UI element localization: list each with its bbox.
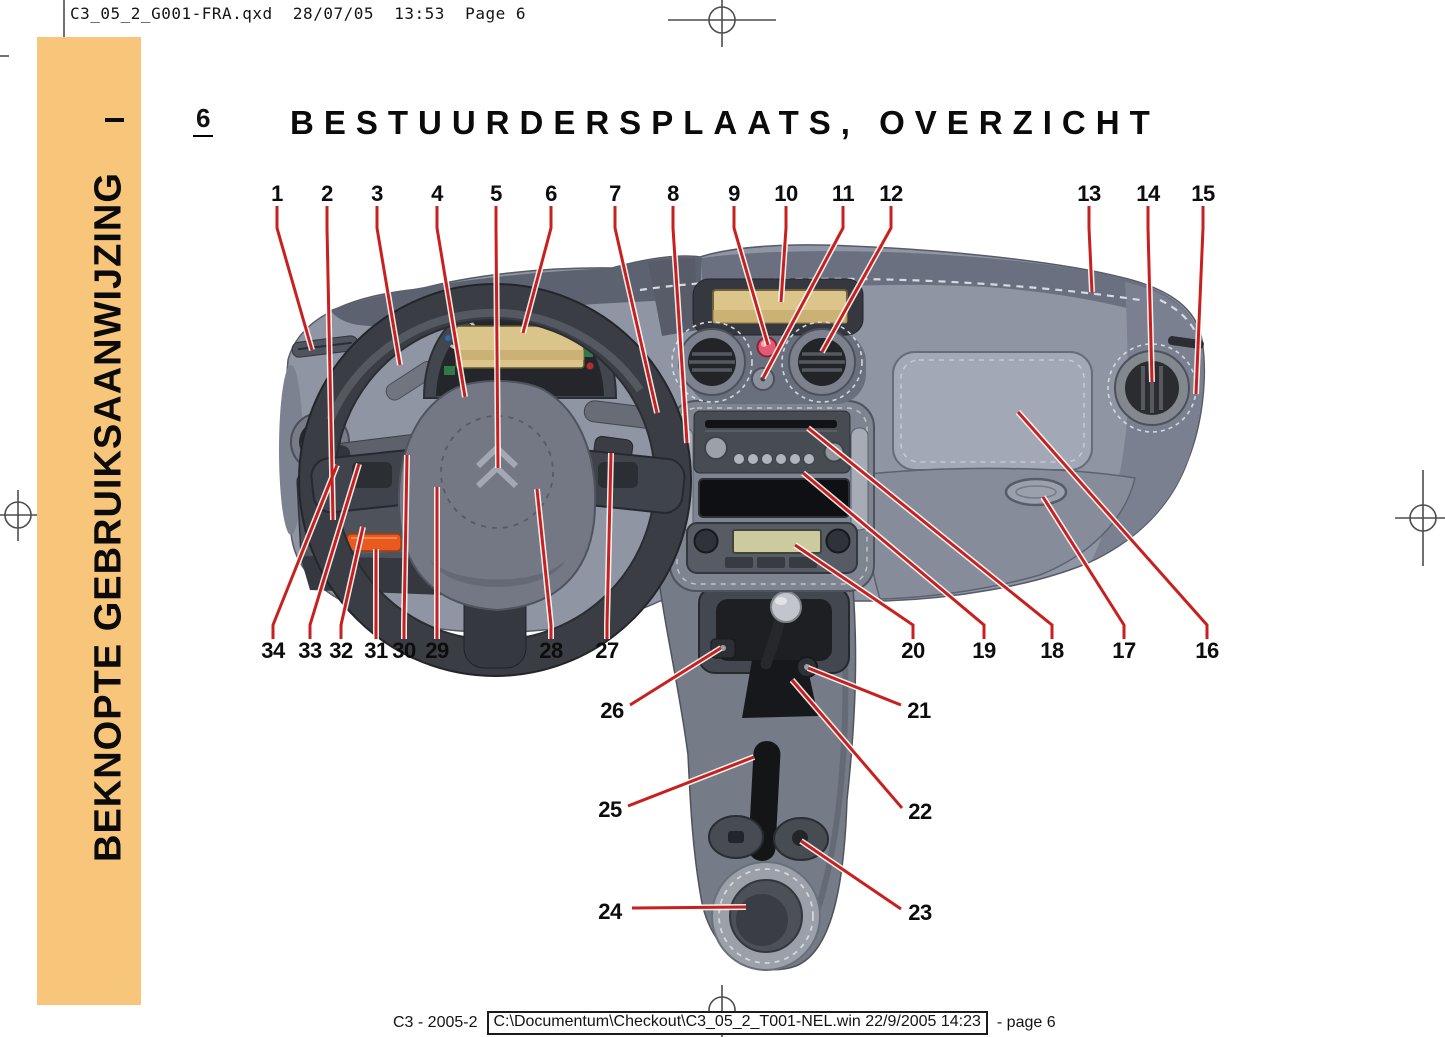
page-title: BESTUURDERSPLAATS, OVERZICHT: [290, 104, 1160, 141]
callout-12: 12: [879, 181, 903, 206]
callout-11: 11: [831, 181, 855, 206]
callout-34: 34: [261, 638, 285, 663]
climate-lcd: [732, 529, 822, 554]
radio-knob-left: [704, 436, 728, 460]
callout-21: 21: [907, 698, 931, 723]
footer: C3 - 2005-2 C:\Documentum\Checkout\C3_05…: [393, 1011, 1056, 1035]
climate-dial-left: [693, 528, 719, 554]
callout-15: 15: [1191, 181, 1215, 206]
callout-9: 9: [728, 181, 740, 206]
callout-22: 22: [908, 799, 932, 824]
callout-17: 17: [1112, 638, 1136, 663]
callout-6: 6: [545, 181, 557, 206]
gear-knob: [770, 591, 802, 623]
multifunction-display: [698, 478, 850, 518]
callout-10: 10: [774, 181, 798, 206]
callout-27: 27: [595, 638, 619, 663]
callout-16: 16: [1195, 638, 1219, 663]
cd-slot: [705, 420, 837, 428]
callout-2: 2: [321, 181, 333, 206]
page-number: 6: [193, 103, 214, 137]
footer-document-path: C:\Documentum\Checkout\C3_05_2_T001-NEL.…: [486, 1011, 988, 1035]
callout-8: 8: [667, 181, 679, 206]
glovebox: [865, 467, 1136, 600]
passenger-airbag-panel: [892, 351, 1093, 471]
callout-3: 3: [371, 181, 383, 206]
callout-7: 7: [609, 181, 621, 206]
footer-page-label: - page 6: [996, 1014, 1056, 1031]
center-stack: [669, 400, 875, 592]
callout-28: 28: [539, 638, 563, 663]
print-header: C3_05_2_G001-FRA.qxd 28/07/05 13:53 Page…: [70, 4, 526, 23]
callout-13: 13: [1077, 181, 1101, 206]
footer-model: C3 - 2005-2: [393, 1014, 478, 1031]
radio-cd-player: [693, 410, 851, 474]
top-display-and-vents: [671, 278, 866, 404]
callout-20: 20: [901, 638, 925, 663]
callout-4: 4: [431, 181, 443, 206]
callout-19: 19: [972, 638, 996, 663]
center-vent-right: [781, 321, 863, 403]
callout-30: 30: [392, 638, 416, 663]
callout-23: 23: [908, 900, 932, 925]
callout-32: 32: [329, 638, 353, 663]
callout-29: 29: [425, 638, 449, 663]
bonnet-release-handle: [346, 533, 402, 552]
callout-5: 5: [490, 181, 502, 206]
callout-18: 18: [1040, 638, 1064, 663]
sidebar-banner: [37, 37, 141, 1005]
climate-dial-right: [825, 528, 851, 554]
callout-1: 1: [271, 181, 283, 206]
callout-25: 25: [598, 797, 622, 822]
callout-33: 33: [298, 638, 322, 663]
callout-31: 31: [364, 638, 388, 663]
glovebox-handle: [1004, 477, 1068, 507]
callout-14: 14: [1136, 181, 1160, 206]
climate-control-panel: [686, 522, 858, 574]
steering-wheel: [298, 283, 692, 677]
callout-24: 24: [598, 899, 622, 924]
callout-26: 26: [600, 698, 624, 723]
